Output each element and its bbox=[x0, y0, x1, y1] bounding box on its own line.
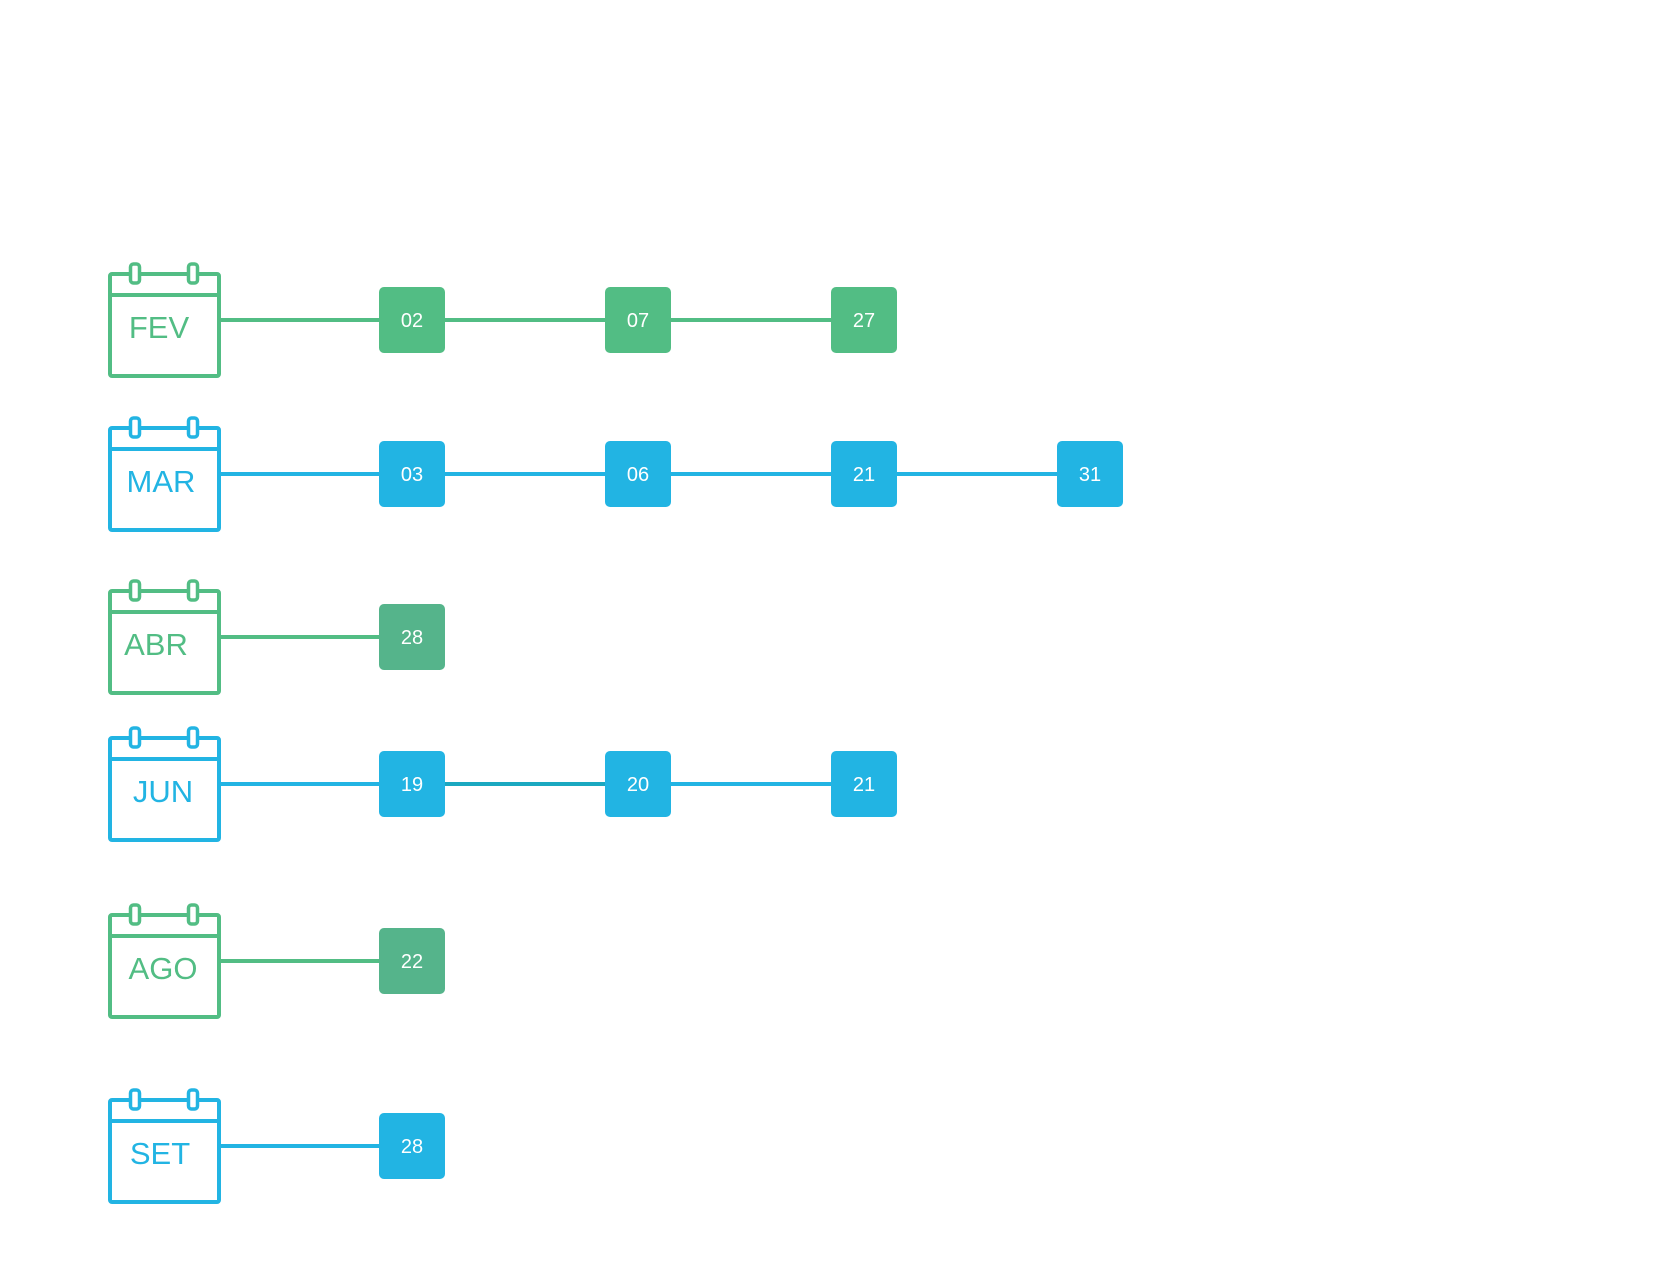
calendar-icon: SET bbox=[108, 1088, 221, 1204]
month-row-ago: AGO 22 bbox=[108, 903, 445, 1019]
day-box: 21 bbox=[831, 751, 897, 817]
month-row-mar: MAR 03 06 21 31 bbox=[108, 416, 1123, 532]
day-box-background bbox=[605, 287, 671, 353]
calendar-icon: MAR bbox=[108, 416, 221, 532]
calendar-icon: AGO bbox=[108, 903, 221, 1019]
day-box: 28 bbox=[379, 604, 445, 670]
day-box: 31 bbox=[1057, 441, 1123, 507]
day-box-background bbox=[831, 441, 897, 507]
day-box: 27 bbox=[831, 287, 897, 353]
day-box: 22 bbox=[379, 928, 445, 994]
day-box-background bbox=[379, 751, 445, 817]
day-box-background bbox=[379, 1113, 445, 1179]
calendar-icon: JUN bbox=[108, 726, 221, 842]
day-box: 20 bbox=[605, 751, 671, 817]
month-row-abr: ABR 28 bbox=[108, 579, 445, 695]
day-box: 06 bbox=[605, 441, 671, 507]
day-box-background bbox=[605, 751, 671, 817]
day-box: 02 bbox=[379, 287, 445, 353]
day-label: 28 bbox=[401, 1136, 423, 1158]
day-label: 28 bbox=[401, 627, 423, 649]
month-label: MAR bbox=[127, 464, 196, 499]
day-label: 31 bbox=[1079, 464, 1101, 486]
month-row-set: SET 28 bbox=[108, 1088, 445, 1204]
day-box: 03 bbox=[379, 441, 445, 507]
month-label: JUN bbox=[133, 774, 193, 809]
day-box-background bbox=[831, 287, 897, 353]
month-label: AGO bbox=[129, 951, 198, 986]
day-label: 27 bbox=[853, 310, 875, 332]
day-box-background bbox=[1057, 441, 1123, 507]
month-label: SET bbox=[130, 1136, 190, 1171]
day-box-background bbox=[831, 751, 897, 817]
month-row-jun: JUN 19 20 21 bbox=[108, 726, 897, 842]
day-label: 19 bbox=[401, 774, 423, 796]
day-box-background bbox=[605, 441, 671, 507]
day-label: 03 bbox=[401, 464, 423, 486]
day-label: 06 bbox=[627, 464, 649, 486]
day-label: 21 bbox=[853, 774, 875, 796]
calendar-icon: ABR bbox=[108, 579, 221, 695]
day-box: 21 bbox=[831, 441, 897, 507]
day-label: 20 bbox=[627, 774, 649, 796]
day-box-background bbox=[379, 287, 445, 353]
calendar-icon: FEV bbox=[108, 262, 221, 378]
month-label: ABR bbox=[124, 627, 188, 662]
day-label: 02 bbox=[401, 310, 423, 332]
day-box-background bbox=[379, 441, 445, 507]
day-box: 28 bbox=[379, 1113, 445, 1179]
day-box: 19 bbox=[379, 751, 445, 817]
month-row-fev: FEV 02 07 27 bbox=[108, 262, 897, 378]
day-label: 21 bbox=[853, 464, 875, 486]
day-box: 07 bbox=[605, 287, 671, 353]
day-box-background bbox=[379, 604, 445, 670]
month-label: FEV bbox=[129, 310, 190, 345]
day-label: 22 bbox=[401, 951, 423, 973]
day-box-background bbox=[379, 928, 445, 994]
day-label: 07 bbox=[627, 310, 649, 332]
